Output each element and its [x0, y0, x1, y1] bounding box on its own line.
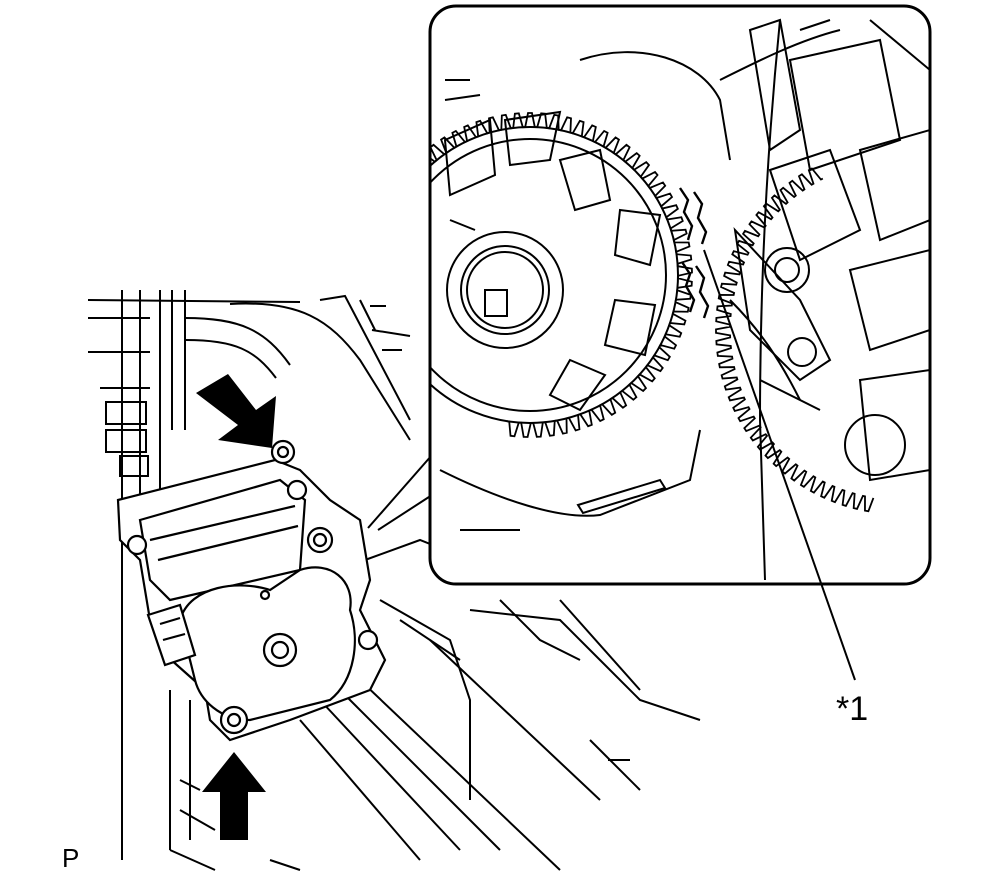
gear-tooth-row	[715, 167, 875, 513]
callout-label: *1	[836, 690, 868, 728]
actuator-gear	[430, 110, 679, 424]
arrow-icon	[202, 752, 266, 840]
gear-teeth	[430, 112, 693, 438]
callout-leader	[703, 249, 856, 681]
detail-inset	[428, 4, 932, 586]
callout-pointer	[367, 454, 433, 531]
gear-tooth-row	[430, 112, 693, 438]
hvac-housing	[87, 290, 701, 871]
arrow-icon	[196, 374, 276, 448]
gear-teeth	[715, 167, 875, 513]
alignment-mark	[679, 187, 710, 319]
damper-link-gear	[719, 18, 930, 581]
corner-label: P	[62, 843, 79, 873]
damper-servo-actuator	[116, 439, 387, 742]
